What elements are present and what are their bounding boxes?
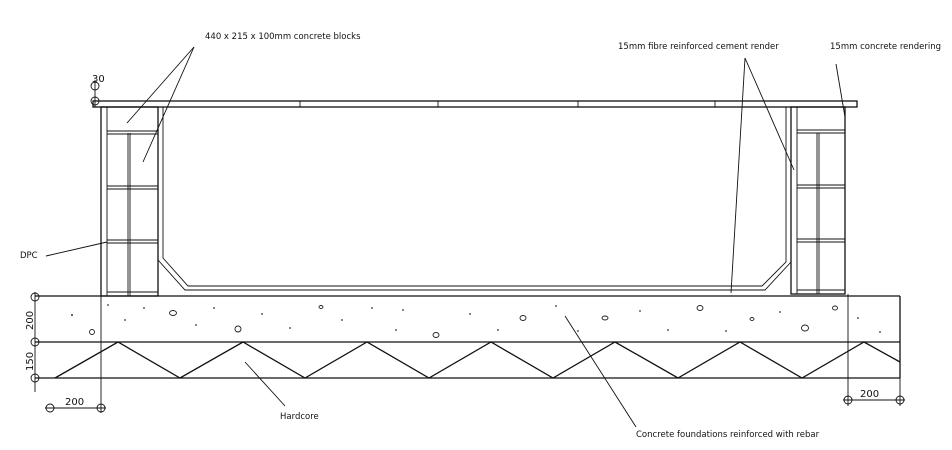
dim-left-width: 200 — [65, 397, 84, 408]
left-block-wall — [100, 106, 159, 297]
label-cement-render: 15mm fibre reinforced cement render — [618, 42, 779, 52]
concrete-foundation-slab — [35, 295, 901, 343]
label-concrete-blocks: 440 x 215 x 100mm concrete blocks — [205, 32, 361, 42]
top-cap — [92, 100, 858, 108]
label-dpc: DPC — [20, 251, 38, 261]
label-hardcore: Hardcore — [280, 412, 319, 422]
cement-render-lining — [157, 107, 792, 294]
label-concrete-rendering: 15mm concrete rendering — [830, 42, 941, 52]
right-block-wall — [790, 106, 846, 295]
dim-top: 30 — [92, 74, 105, 85]
label-foundations: Concrete foundations reinforced with reb… — [636, 430, 820, 440]
leader-lines — [45, 46, 846, 428]
dim-slab: 200 — [25, 311, 36, 330]
dim-right-width: 200 — [860, 389, 879, 400]
hardcore-layer — [35, 341, 901, 379]
dim-hardcore: 150 — [25, 352, 36, 371]
dimension-markers: 30 200 150 200 200 — [25, 74, 905, 413]
